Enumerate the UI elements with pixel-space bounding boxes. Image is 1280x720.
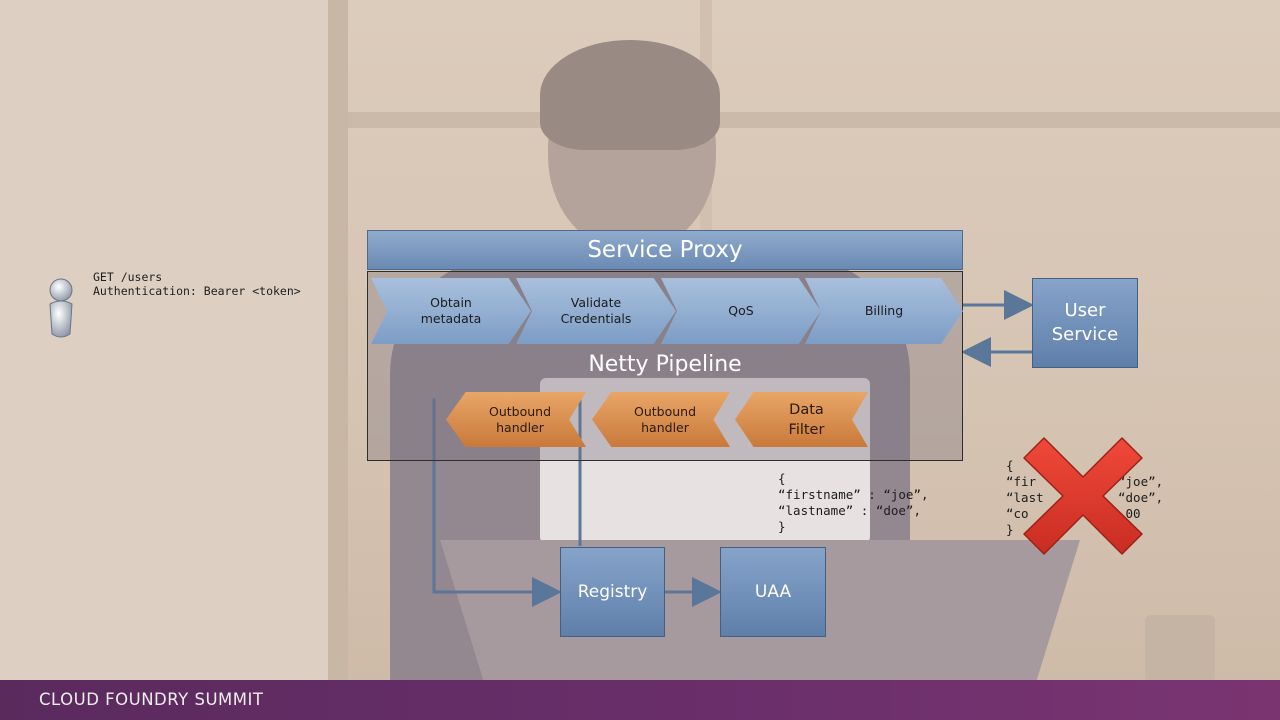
json-line: } — [778, 519, 786, 534]
json-line: “fir — [1006, 474, 1037, 489]
stage-label: Credentials — [560, 311, 632, 326]
stage-label: QoS — [728, 303, 754, 318]
request-header: Authentication: Bearer <token> — [93, 284, 301, 298]
stage-label: Obtain — [430, 295, 472, 310]
filtered-json: { “firstname” : “joe”, “lastname” : “doe… — [778, 471, 929, 535]
registry-box: Registry — [560, 547, 665, 637]
json-line: } — [1006, 522, 1014, 537]
backdrop-post — [328, 0, 348, 680]
stage-label: handler — [641, 419, 689, 435]
arrow-to-registry — [432, 398, 562, 607]
rejected-json: { “fir “last “co } — [1006, 458, 1044, 538]
wall-outlet — [1145, 615, 1215, 683]
http-request: GET /users Authentication: Bearer <token… — [93, 270, 301, 298]
svc-label: User — [1064, 300, 1106, 321]
backdrop-wall — [0, 0, 330, 680]
stage-label: Billing — [864, 303, 904, 318]
json-line: { — [1006, 458, 1014, 473]
stage-label: Validate — [570, 295, 622, 310]
user-icon — [49, 278, 73, 338]
service-proxy-header: Service Proxy — [367, 230, 963, 270]
json-line: “lastname” : “doe”, — [778, 503, 921, 518]
speaker-hair — [540, 40, 720, 150]
service-proxy-title: Service Proxy — [587, 237, 743, 263]
uaa-box: UAA — [720, 547, 826, 637]
stage-label: handler — [496, 419, 544, 435]
footer-title: CLOUD FOUNDRY SUMMIT — [39, 690, 264, 709]
stage-label: metadata — [420, 311, 482, 326]
stage-label: Filter — [788, 421, 825, 438]
netty-pipeline-label: Netty Pipeline — [588, 352, 742, 377]
registry-label: Registry — [577, 582, 648, 602]
request-line: GET /users — [93, 270, 163, 284]
stage-billing: Billing — [805, 278, 963, 344]
red-x-icon — [1023, 437, 1143, 555]
json-line: “joe”, — [1118, 474, 1164, 489]
json-line: “firstname” : “joe”, — [778, 487, 929, 502]
json-line: “doe”, — [1118, 490, 1164, 505]
stage-label: Outbound — [633, 403, 697, 419]
rejected-json-tail: “joe”, “doe”, .00 — [1118, 474, 1163, 522]
svc-label: Service — [1051, 324, 1119, 345]
footer-bar: CLOUD FOUNDRY SUMMIT — [0, 680, 1280, 720]
json-line: { — [778, 471, 786, 486]
stage-label: Outbound — [488, 403, 552, 419]
uaa-label: UAA — [754, 582, 792, 602]
stage-label: Data — [789, 401, 824, 418]
json-line: “co — [1006, 506, 1029, 521]
json-line: “last — [1006, 490, 1044, 505]
stage-qos: QoS — [661, 278, 821, 344]
